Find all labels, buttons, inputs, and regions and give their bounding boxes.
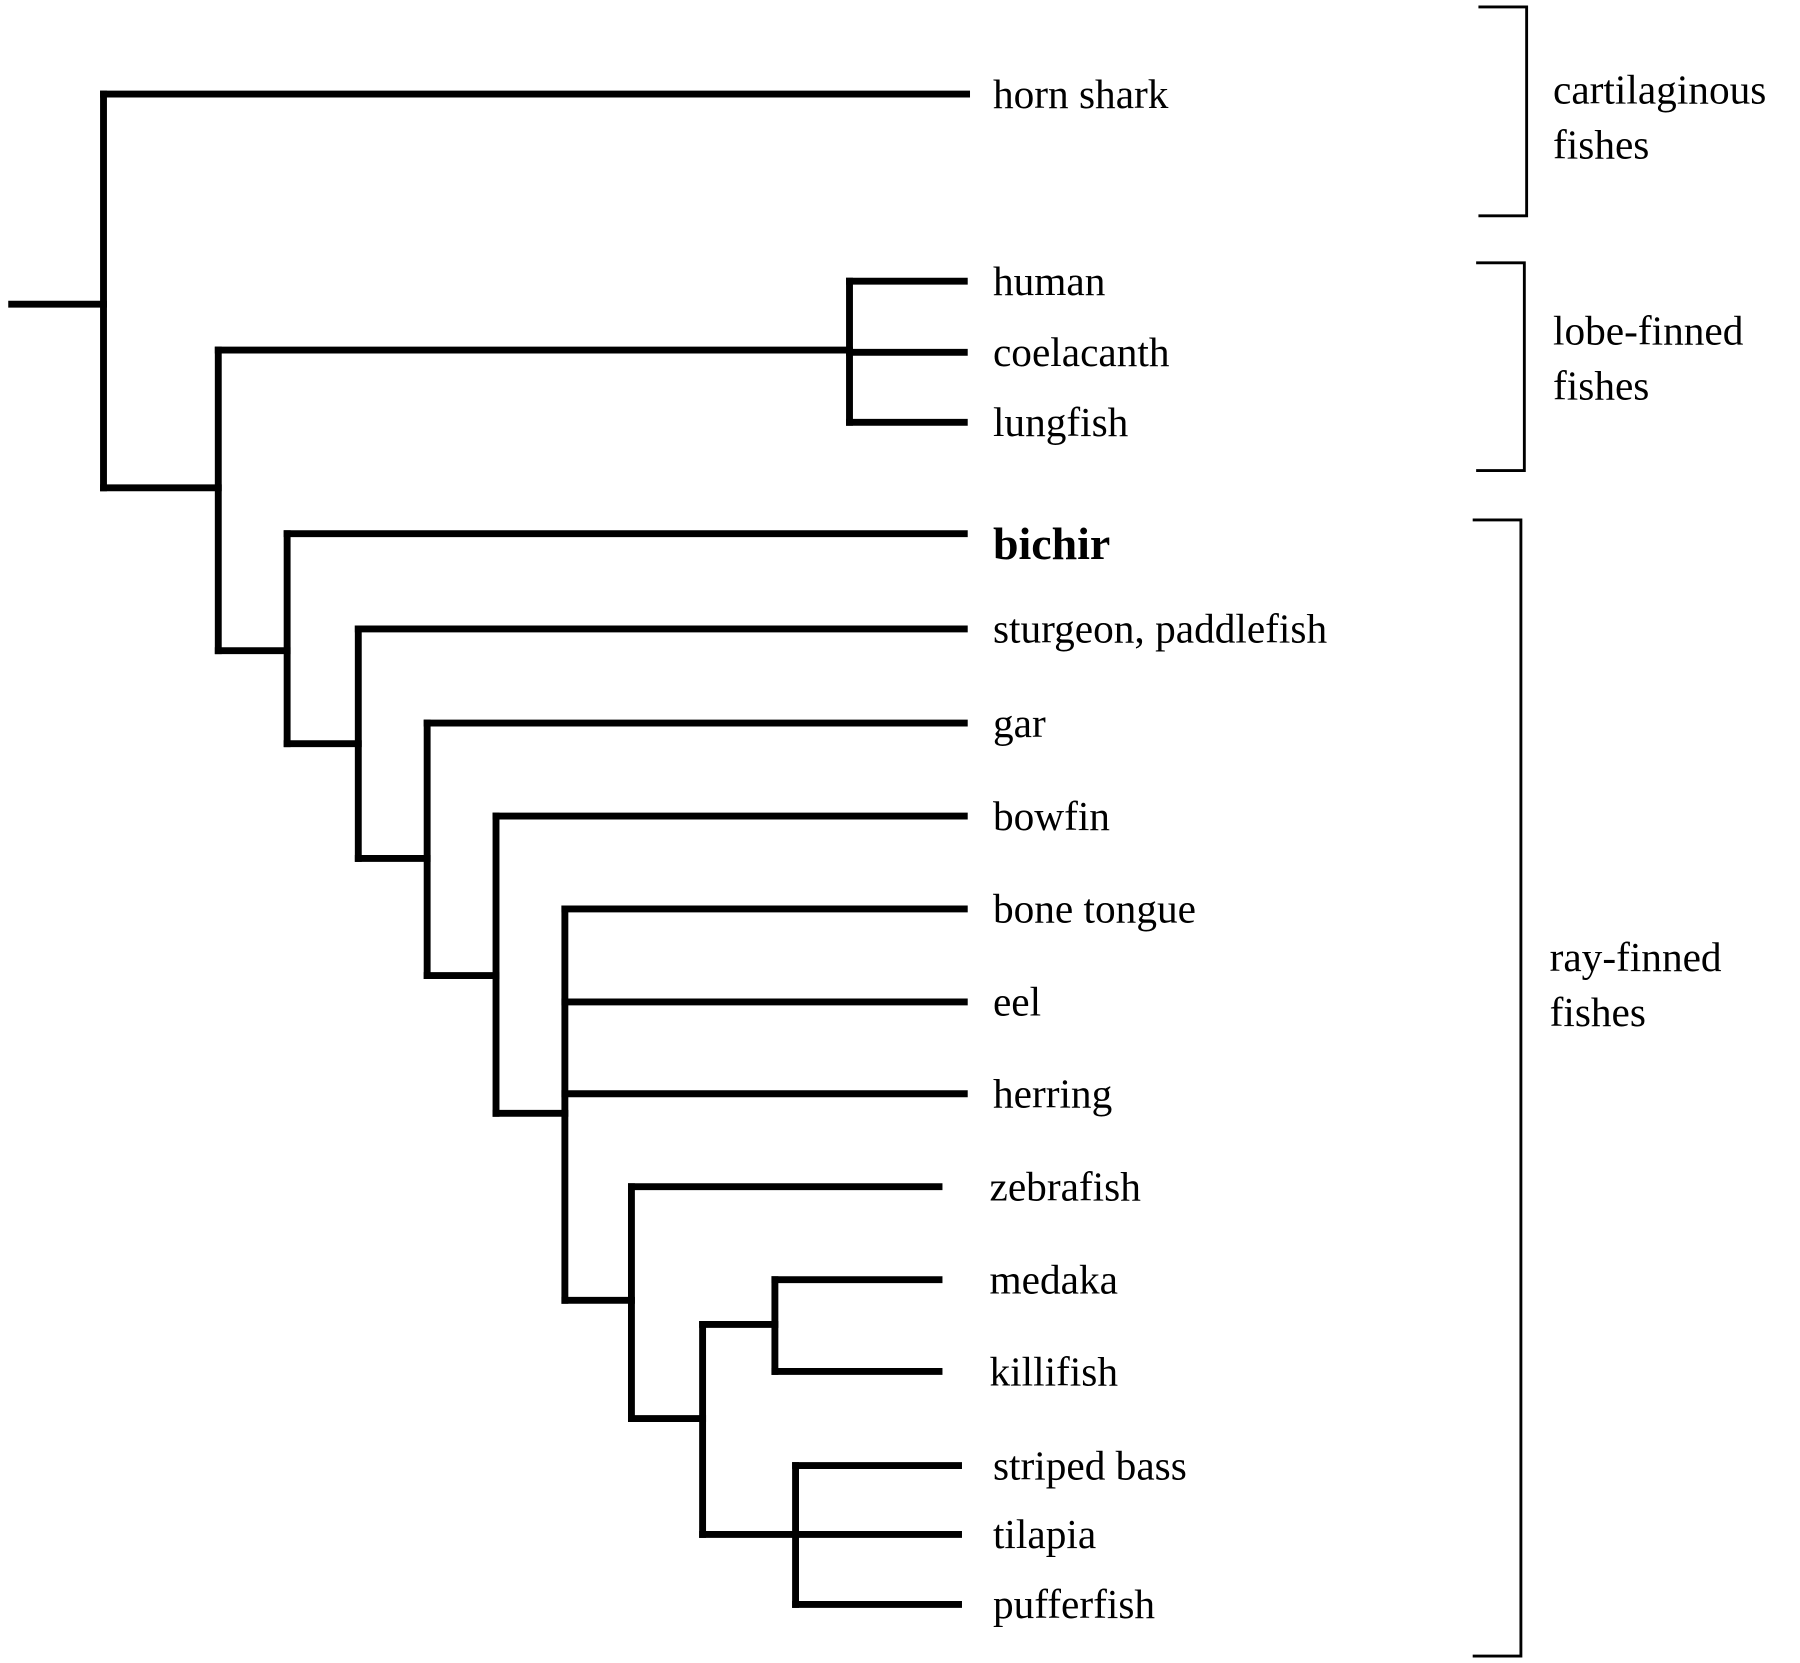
bracket-cartilaginous [1478, 5, 1529, 218]
group-label-cartilaginous: cartilaginous [1553, 66, 1766, 112]
leaf-label-killifish: killifish [990, 1348, 1119, 1394]
leaf-label-tilapia: tilapia [993, 1511, 1096, 1557]
tree-branches [8, 90, 971, 1608]
group-label-ray-finned: ray-finned [1550, 934, 1722, 980]
bracket-ray-finned [1472, 518, 1523, 1658]
leaf-label-sturgeon: sturgeon, paddlefish [993, 606, 1327, 652]
leaf-label-gar: gar [993, 700, 1046, 746]
leaf-label-striped_bass: striped bass [993, 1442, 1187, 1488]
leaf-label-zebrafish: zebrafish [990, 1163, 1142, 1209]
leaf-label-coelacanth: coelacanth [993, 329, 1170, 375]
leaf-label-bone_tongue: bone tongue [993, 886, 1196, 932]
leaf-label-bichir: bichir [993, 518, 1110, 569]
leaf-label-medaka: medaka [990, 1256, 1118, 1302]
group-brackets: cartilaginous fishes lobe-finned fishes … [1472, 5, 1766, 1658]
leaf-label-eel: eel [993, 979, 1041, 1025]
leaf-label-pufferfish: pufferfish [993, 1581, 1155, 1627]
leaf-label-bowfin: bowfin [993, 793, 1110, 839]
leaf-label-lungfish: lungfish [993, 399, 1129, 445]
group-label-lobe-finned: lobe-finned [1553, 307, 1744, 353]
leaf-label-human: human [993, 258, 1106, 304]
bracket-lobe-finned [1476, 261, 1526, 472]
group-label-lobe-finned-2: fishes [1553, 362, 1649, 408]
leaf-label-horn_shark: horn shark [993, 71, 1169, 117]
leaf-label-herring: herring [993, 1071, 1112, 1117]
leaf-labels: horn shark human coelacanth lungfish bichir s… [990, 71, 1328, 1627]
group-label-cartilaginous-2: fishes [1553, 121, 1649, 167]
group-label-ray-finned-2: fishes [1550, 989, 1646, 1035]
